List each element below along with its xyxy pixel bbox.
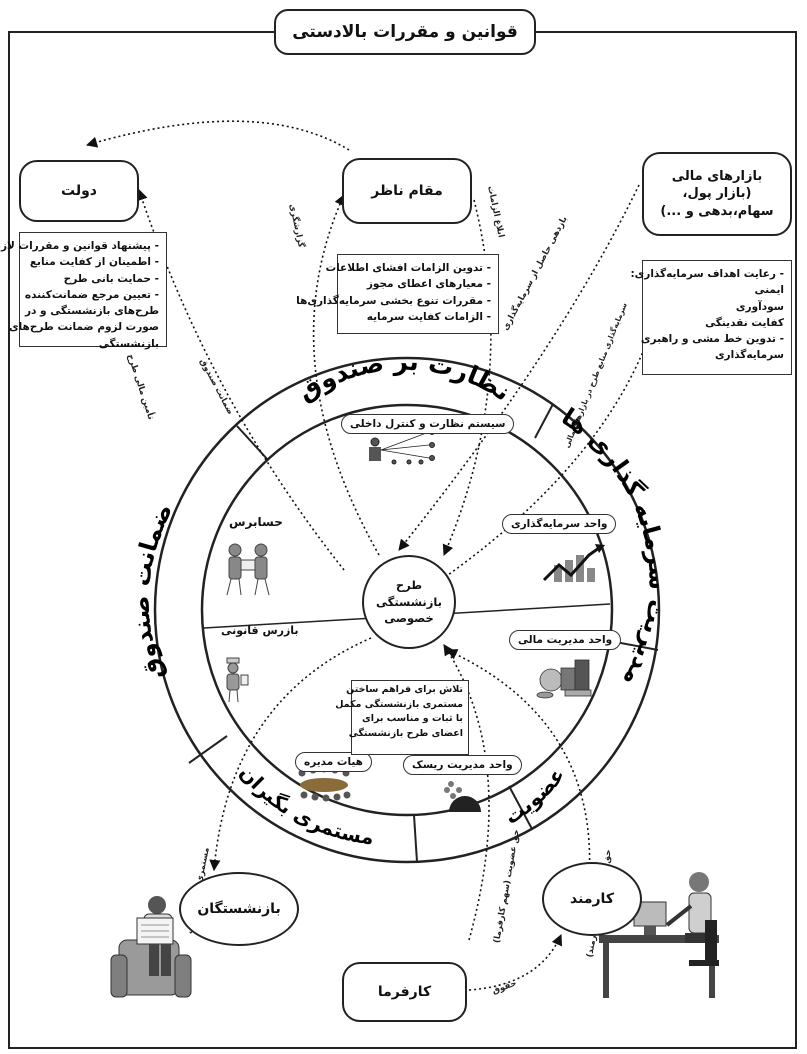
markets-notes: - رعایت اهداف سرمایه‌گذاری: ایمنی سودآوری ک… <box>631 260 793 375</box>
markets-subtitle: (بازار پول، سهام،بدهی و ...) <box>661 186 775 219</box>
arrow-fund-guarantee <box>137 188 346 571</box>
notes.government-line: صورت لزوم ضمانت طرح‌های <box>9 321 160 334</box>
goal_box-line: مستمری بازنشستگی مکمل <box>336 698 464 710</box>
arrow-market-return <box>399 184 641 551</box>
notes.regulator-line: - تدوین الزامات افشای اطلاعات <box>326 262 492 274</box>
node-government: دولت <box>20 160 140 222</box>
node-employee: کارمند <box>543 862 643 936</box>
arrow-invest-to-markets <box>441 268 672 581</box>
center-line-1: طرح <box>396 577 424 592</box>
risk-management-icon <box>445 781 482 812</box>
label-financing-arrow: تأمین مالی طرح <box>126 352 159 421</box>
notes.markets-line: کفایت نقدینگی <box>706 316 785 329</box>
unit-investment: واحد سرمایه‌گذاری <box>503 514 618 534</box>
arrow-requirements-notice <box>443 199 493 557</box>
label-fund-guarantee-arrow: ضمانت صندوق <box>198 357 236 416</box>
label-return-arrow: بازدهی حاصل از سرمایه‌گذاری <box>501 214 571 332</box>
unit-internal-control: سیستم نظارت و کنترل داخلی <box>342 414 516 434</box>
plan-goal-box: تلاش برای فراهم ساختن مستمری بازنشستگی مک… <box>336 680 470 755</box>
goal_box-line: تلاش برای فراهم ساختن <box>347 684 464 695</box>
page-title: قوانین و مقررات بالادستی <box>275 9 537 55</box>
outer-frame <box>9 31 798 1049</box>
retiree-reading-icon <box>111 896 193 998</box>
notes.markets-line: سودآوری <box>736 300 785 313</box>
unit-legal-inspector: بازرس قانونی <box>222 624 300 637</box>
unit-finance: واحد مدیریت مالی <box>510 630 623 650</box>
notes.government-line: طرح‌های بازنشستگی و در <box>25 305 160 318</box>
notes.markets-line: - رعایت اهداف سرمایه‌گذاری: <box>631 268 785 280</box>
notes.markets-line: سرمایه‌گذاری <box>715 349 785 362</box>
unit-board: هیات مدیره <box>296 752 373 772</box>
center-line-2: بازنشستگی <box>377 594 443 609</box>
notes.regulator-line: - مقررات تنوع بخشی سرمایه‌گذاری‌ها <box>297 294 492 307</box>
node-employer: کارفرما <box>343 962 468 1022</box>
node-regulator: مقام ناظر <box>343 158 473 224</box>
arrow-salary <box>469 933 564 991</box>
notes.government-line: - پیشنهاد قوانین و مقررات لازم <box>0 240 160 252</box>
inner-ring <box>201 403 615 817</box>
node-private-pension-plan: طرح بازنشستگی خصوصی <box>363 555 457 649</box>
notes.regulator-line: - معیارهای اعطای مجوز <box>367 278 492 291</box>
outer-ring <box>154 356 662 864</box>
government-notes: - پیشنهاد قوانین و مقررات لازم - اطمینان … <box>0 232 168 350</box>
internal-control-icon <box>370 429 436 465</box>
label-reporting-arrow: گزارشگری <box>288 203 308 249</box>
money-stack-icon <box>537 659 593 699</box>
notes.markets-line: ایمنی <box>755 284 786 297</box>
inspector-icon <box>227 657 250 703</box>
node-retirees: بازنشستگان <box>180 872 300 946</box>
goal_box-line: اعضای طرح بازنشستگی <box>349 728 464 740</box>
label-salary-arrow: حقوق <box>492 978 519 996</box>
sector-guarantee-label: ضمانت صندوق <box>128 499 180 685</box>
notes.regulator-line: - الزامات کفایت سرمایه <box>367 310 492 323</box>
node-financial-markets: بازارهای مالی (بازار پول، سهام،بدهی و ..… <box>643 152 793 236</box>
goal_box-line: با ثبات و مناسب برای <box>363 713 464 725</box>
sector-supervision-label: نظارت بر صندوق <box>293 347 517 407</box>
arrow-regulator-to-government <box>86 120 351 151</box>
notes.markets-line: - تدوین خط مشی و راهبری <box>641 333 785 346</box>
label-requirements-arrow: ابلاغ الزامات <box>486 185 507 239</box>
auditor-icon <box>227 543 271 596</box>
unit-risk: واحد مدیریت ریسک <box>404 755 523 775</box>
notes.government-line: - تعیین مرجع ضمانت‌کننده <box>25 288 160 301</box>
markets-title: بازارهای مالی <box>672 168 764 184</box>
unit-auditor: حسابرس <box>230 515 284 529</box>
notes.government-line: بازنشستگی <box>99 337 160 350</box>
notes.government-line: - اطمینان از کفایت منابع <box>30 256 160 269</box>
notes.government-line: - حمایت بانی طرح <box>64 272 160 285</box>
arrow-employer-membership <box>444 644 491 941</box>
center-line-3: خصوصی <box>385 611 435 626</box>
investment-chart-icon <box>543 544 606 582</box>
regulator-notes: - تدوین الزامات افشای اطلاعات - معیارهای … <box>297 254 500 334</box>
